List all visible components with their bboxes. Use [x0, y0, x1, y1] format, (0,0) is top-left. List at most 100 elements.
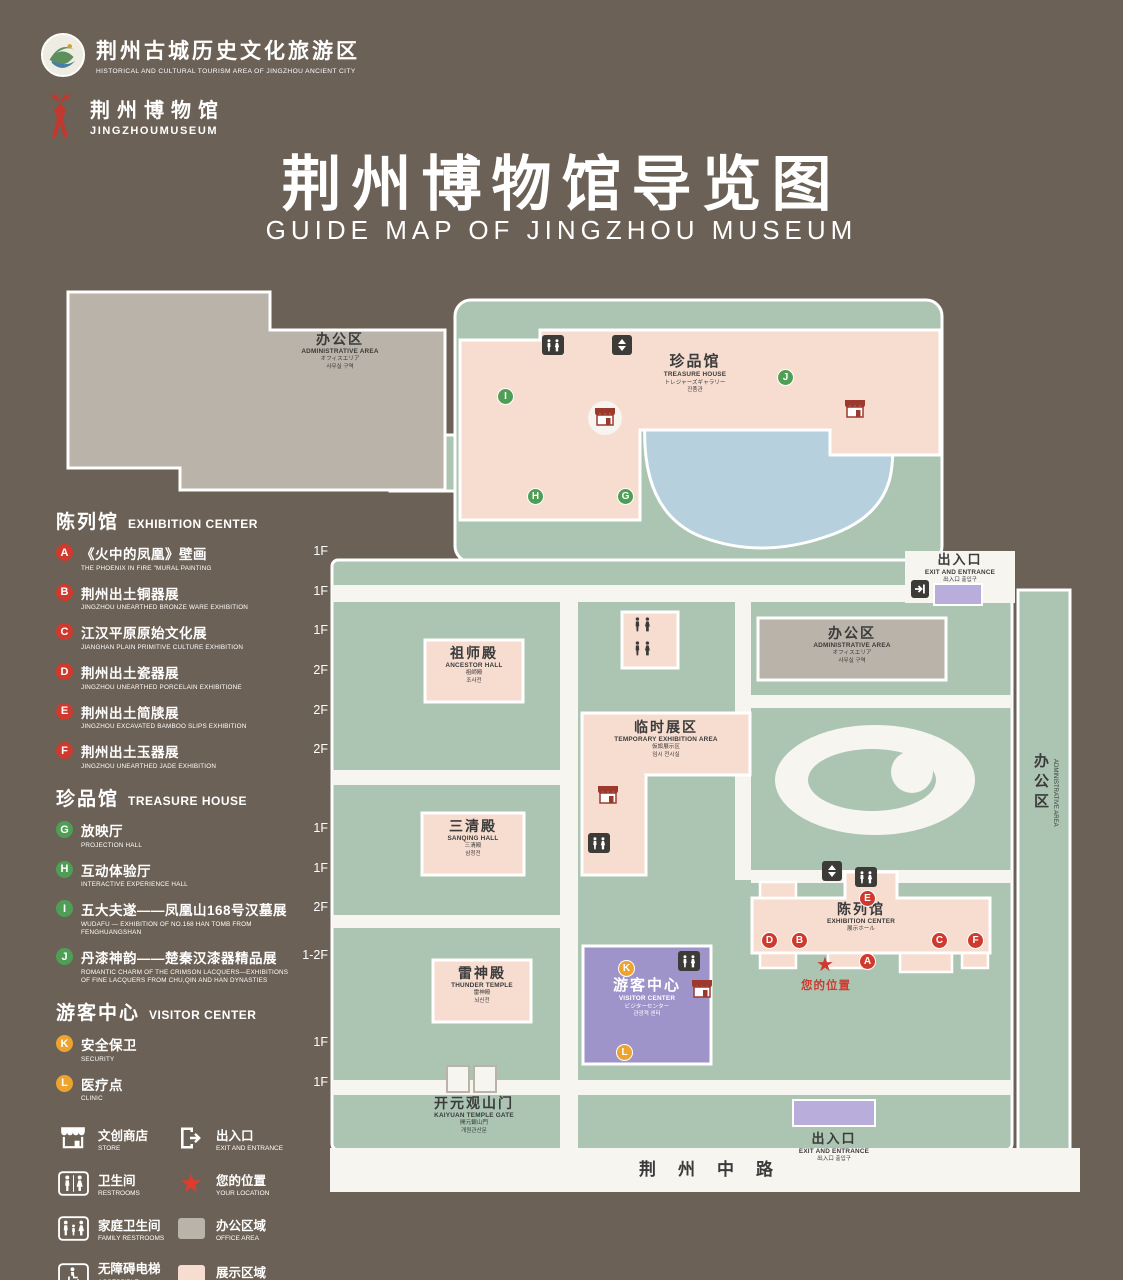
legend-item-e: E 荆州出土简牍展 JINGZHOU EXCAVATED BAMBOO SLIPS…: [56, 702, 328, 732]
section-title-en: VISITOR CENTER: [149, 1008, 257, 1023]
temporary-exhibition-label: 临时展区 TEMPORARY EXHIBITION AREA 仮設展示区 임시 …: [614, 719, 718, 758]
map-marker-f: F: [967, 932, 984, 949]
map-marker-i: I: [497, 388, 514, 405]
ancestor-hall-label: 祖师殿 ANCESTOR HALL 祖師殿 조사전: [445, 645, 503, 684]
treasure-house-label: 珍品馆 TREASURE HOUSE トレジャーズギャラリー 진품관: [663, 353, 727, 394]
item-label-en: PROJECTION HALL: [81, 841, 143, 849]
display-area-swatch: [177, 1265, 205, 1280]
location-star-icon: ★: [179, 1168, 203, 1199]
accessible-elevator-icon: [56, 1261, 90, 1280]
store-icon: [593, 407, 617, 432]
museum-logo-title: 荆州博物馆: [90, 99, 225, 122]
section-title-en: EXHIBITION CENTER: [128, 517, 258, 531]
marker-badge-i: I: [56, 900, 73, 918]
family-restroom-icon: [634, 641, 651, 656]
your-location-star-icon: ★: [816, 954, 834, 976]
map-marker-j: J: [777, 369, 794, 386]
item-label-cn: 医疗点: [81, 1077, 123, 1093]
page-subtitle: GUIDE MAP OF JINGZHOU MUSEUM: [265, 215, 858, 245]
item-label-en: JINGZHOU UNEARTHED PORCELAIN EXHIBITIONE: [81, 683, 242, 691]
item-label-cn: 荆州出土玉器展: [81, 745, 179, 761]
marker-badge-c: C: [56, 623, 73, 641]
map-marker-g: G: [617, 488, 634, 505]
item-label-cn: 丹漆神韵——楚秦汉漆器精品展: [81, 951, 277, 967]
south-exit-gate: [792, 1099, 876, 1127]
marker-badge-b: B: [56, 583, 73, 601]
marker-badge-h: H: [56, 860, 73, 878]
office-nw-building: [66, 290, 447, 492]
elevator-icon: [822, 861, 842, 881]
marker-badge-d: D: [56, 663, 73, 681]
item-label-en: JINGZHOU EXCAVATED BAMBOO SLIPS EXHIBITI…: [81, 723, 247, 731]
ancestor-hall-building: [423, 638, 525, 704]
marker-badge-g: G: [56, 821, 73, 839]
item-label-cn: 《火中的凤凰》壁画: [81, 547, 207, 562]
visitor-center-label: 游客中心 VISITOR CENTER ビジターセンター 관광객 센터: [612, 977, 681, 1018]
treasure-house-building: [458, 328, 942, 522]
item-label-cn: 五大夫遂——凤凰山168号汉墓展: [81, 903, 288, 919]
marker-badge-a: A: [56, 544, 73, 561]
exit-icon: [174, 1123, 208, 1153]
item-label-cn: 互动体验厅: [81, 863, 151, 879]
museum-logo: 荆州博物馆 JINGZHOUMUSEUM: [40, 92, 225, 138]
item-label-cn: 荆州出土简牍展: [81, 705, 179, 721]
item-label-cn: 安全保卫: [81, 1038, 137, 1054]
office-area-swatch: [177, 1217, 205, 1239]
tourism-logo-title: 荆州古城历史文化旅游区: [96, 40, 360, 63]
item-label-cn: 荆州出土瓷器展: [81, 666, 179, 682]
marker-badge-e: E: [56, 702, 73, 720]
sanqing-hall-building: [420, 811, 526, 877]
legend-item-a: A 《火中的凤凰》壁画 THE PHOENIX IN FIRE "MURAL PA…: [56, 543, 328, 573]
item-label-en: CLINIC: [81, 1095, 103, 1103]
store-icon: [690, 979, 714, 1004]
map-marker-b: B: [791, 932, 808, 949]
road: [330, 1148, 1080, 1192]
item-label-en: JINGZHOU UNEARTHED JADE EXHIBITION: [81, 762, 217, 770]
elevator-icon: [612, 335, 632, 355]
your-location-label: 您的位置: [801, 980, 851, 992]
store-icon: [596, 785, 620, 810]
restroom-icon: [634, 617, 651, 632]
item-floor: 1F: [313, 583, 328, 598]
item-label-en: SECURITY: [81, 1055, 115, 1063]
thunder-temple-label: 雷神殿 THUNDER TEMPLE 雷神殿 뇌신전: [451, 965, 513, 1004]
gate-structure: [446, 1065, 470, 1093]
exit-icon: [911, 580, 929, 598]
restroom-icon: [678, 951, 700, 971]
north-exit-gate: [933, 583, 983, 606]
map-marker-k: K: [618, 960, 635, 977]
office-e-building: [756, 616, 948, 682]
item-label-en: WUDAFU — EXHIBITION OF NO.168 HAN TOMB F…: [81, 920, 252, 937]
gate-label: 开元观山门 KAIYUAN TEMPLE GATE 開元観山門 개원관산문: [434, 1095, 514, 1134]
restroom-icon: [542, 335, 564, 355]
item-floor: 2F: [313, 702, 328, 717]
item-floor: 2F: [313, 663, 328, 678]
map-marker-e: E: [859, 890, 876, 907]
legend-symbol-display-area: 展示区域DISPLAY AREA: [174, 1258, 328, 1280]
item-floor: 1F: [313, 821, 328, 836]
restroom-icon: [56, 1168, 90, 1198]
map-marker-d: D: [761, 932, 778, 949]
exhibition-center-label: 陈列馆 EXHIBITION CENTER 展示ホール: [826, 901, 896, 933]
item-floor: 1F: [313, 623, 328, 638]
item-label-en: JINGZHOU UNEARTHED BRONZE WARE EXHIBITIO…: [81, 604, 249, 612]
road-name: 荆州中路: [639, 1160, 795, 1179]
item-label-cn: 放映厅: [81, 824, 123, 840]
office-nw-label: 办公区 ADMINISTRATIVE AREA オフィスエリア 사무실 구역: [301, 331, 379, 370]
family-restroom-icon: [56, 1213, 90, 1243]
item-label-en: THE PHOENIX IN FIRE "MURAL PAINTING: [81, 564, 212, 572]
temporary-exhibition-building: [580, 711, 752, 877]
